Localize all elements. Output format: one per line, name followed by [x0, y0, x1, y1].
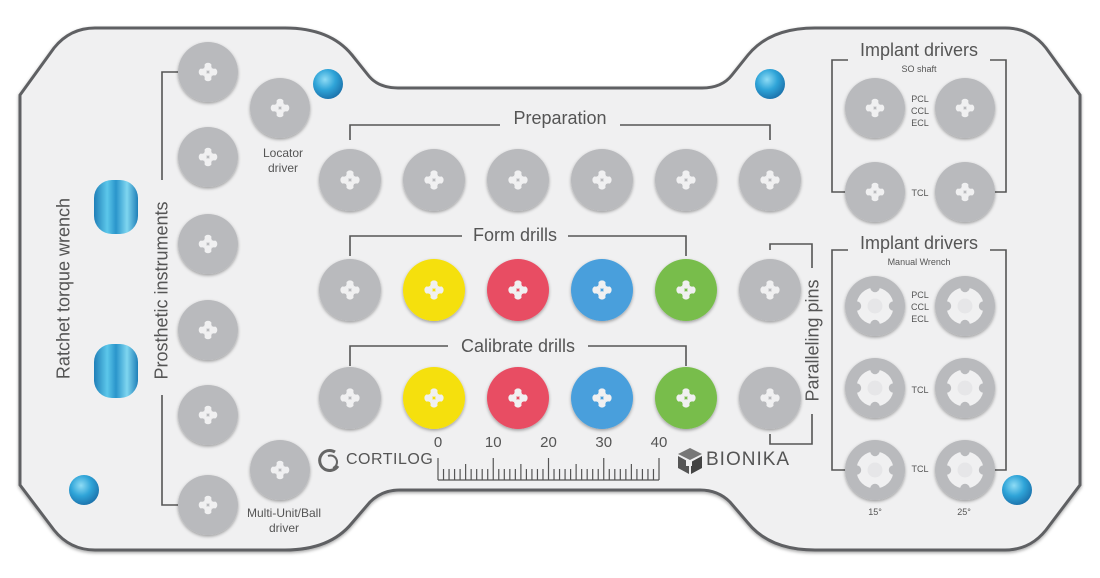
ruler-number: 10: [484, 434, 502, 451]
preparation-socket: [571, 149, 633, 211]
label-multiunit-line2: driver: [268, 521, 299, 535]
implant-driver-manual-socket: [845, 440, 905, 500]
cyan-pins: [69, 69, 1032, 505]
preparation-socket: [319, 149, 381, 211]
label-ecl: ECL: [911, 118, 929, 128]
prosthetic-socket: [178, 127, 238, 187]
calibrate-drill-socket: [319, 367, 381, 429]
implant-driver-manual-socket: [935, 358, 995, 418]
implant-driver-socket: [935, 78, 995, 138]
cyan-pin: [313, 69, 343, 99]
implant-driver-manual-socket: [935, 276, 995, 336]
label-pcl: PCL: [911, 94, 929, 104]
label-angle-15: 15°: [868, 507, 882, 517]
prosthetic-socket: [178, 300, 238, 360]
brand-cortilog: CORTILOG: [346, 451, 434, 468]
bionika-logo-icon: [678, 448, 702, 474]
preparation-socket: [403, 149, 465, 211]
label-tcl-manual-2: TCL: [911, 464, 929, 474]
prosthetic-socket: [178, 214, 238, 274]
label-multiunit-line1: Multi-Unit/Ball: [246, 506, 321, 520]
label-tcl-manual-1: TCL: [911, 385, 929, 395]
label-implant-drivers-manual: Implant drivers: [859, 233, 979, 253]
form-drill-socket: [319, 259, 381, 321]
label-pcl-ccl-ecl-manual: PCL CCL ECL: [905, 289, 935, 325]
label-ratchet-torque-wrench: Ratchet torque wrench: [53, 197, 74, 380]
multiunit-socket: [250, 440, 310, 500]
form-drill-socket: [403, 259, 465, 321]
implant-driver-manual-socket: [845, 276, 905, 336]
label-ecl: ECL: [911, 314, 929, 324]
label-tcl-so: TCL: [911, 188, 929, 198]
label-implant-drivers-so: Implant drivers: [859, 40, 979, 60]
label-locator-line1: Locator: [262, 146, 304, 160]
preparation-socket: [487, 149, 549, 211]
label-pcl: PCL: [911, 290, 929, 300]
tray-body: [18, 26, 1082, 552]
form-drill-socket: [571, 259, 633, 321]
implant-driver-socket: [935, 162, 995, 222]
label-preparation: Preparation: [513, 108, 607, 128]
implant-driver-socket: [845, 78, 905, 138]
calibrate-drill-socket: [655, 367, 717, 429]
ratchet-posts: [94, 180, 138, 398]
label-ccl: CCL: [910, 106, 929, 116]
label-multiunit-driver: Multi-Unit/Ball driver: [232, 506, 336, 536]
preparation-socket: [739, 149, 801, 211]
label-angle-25: 25°: [957, 507, 971, 517]
calibrate-drill-socket: [487, 367, 549, 429]
label-manual-wrench: Manual Wrench: [887, 257, 951, 267]
prosthetic-socket: [178, 475, 238, 535]
label-calibrate-drills: Calibrate drills: [460, 336, 576, 356]
depth-ruler: [437, 458, 660, 481]
locator-socket: [250, 78, 310, 138]
cortilog-logo-icon: [318, 448, 340, 472]
ratchet-post-bottom: [94, 344, 138, 398]
bracket-lines: [161, 59, 1007, 506]
prosthetic-socket: [178, 42, 238, 102]
ruler-number: 0: [433, 434, 443, 451]
cyan-pin: [755, 69, 785, 99]
paralleling-pin-socket: [739, 367, 801, 429]
ruler-number: 20: [540, 434, 557, 451]
label-ccl: CCL: [910, 302, 929, 312]
socket-grid: [178, 42, 995, 535]
ruler-number: 30: [595, 434, 613, 451]
implant-driver-manual-socket: [845, 358, 905, 418]
label-paralleling-pins: Paralleling pins: [802, 279, 823, 402]
brand-bionika: BIONIKA: [706, 449, 791, 470]
label-locator-line2: driver: [267, 161, 298, 175]
implant-driver-manual-socket: [935, 440, 995, 500]
ruler-number: 40: [650, 434, 668, 451]
label-pcl-ccl-ecl-so: PCL CCL ECL: [905, 93, 935, 129]
implant-driver-socket: [845, 162, 905, 222]
label-form-drills: Form drills: [473, 225, 557, 245]
paralleling-pin-socket: [739, 259, 801, 321]
prosthetic-socket: [178, 385, 238, 445]
preparation-socket: [655, 149, 717, 211]
form-drill-socket: [487, 259, 549, 321]
label-so-shaft: SO shaft: [901, 64, 937, 74]
label-prosthetic-instruments: Prosthetic instruments: [151, 201, 172, 380]
ratchet-post-top: [94, 180, 138, 234]
form-drill-socket: [655, 259, 717, 321]
calibrate-drill-socket: [571, 367, 633, 429]
cyan-pin: [69, 475, 99, 505]
cyan-pin: [1002, 475, 1032, 505]
label-locator-driver: Locator driver: [248, 146, 318, 176]
calibrate-drill-socket: [403, 367, 465, 429]
